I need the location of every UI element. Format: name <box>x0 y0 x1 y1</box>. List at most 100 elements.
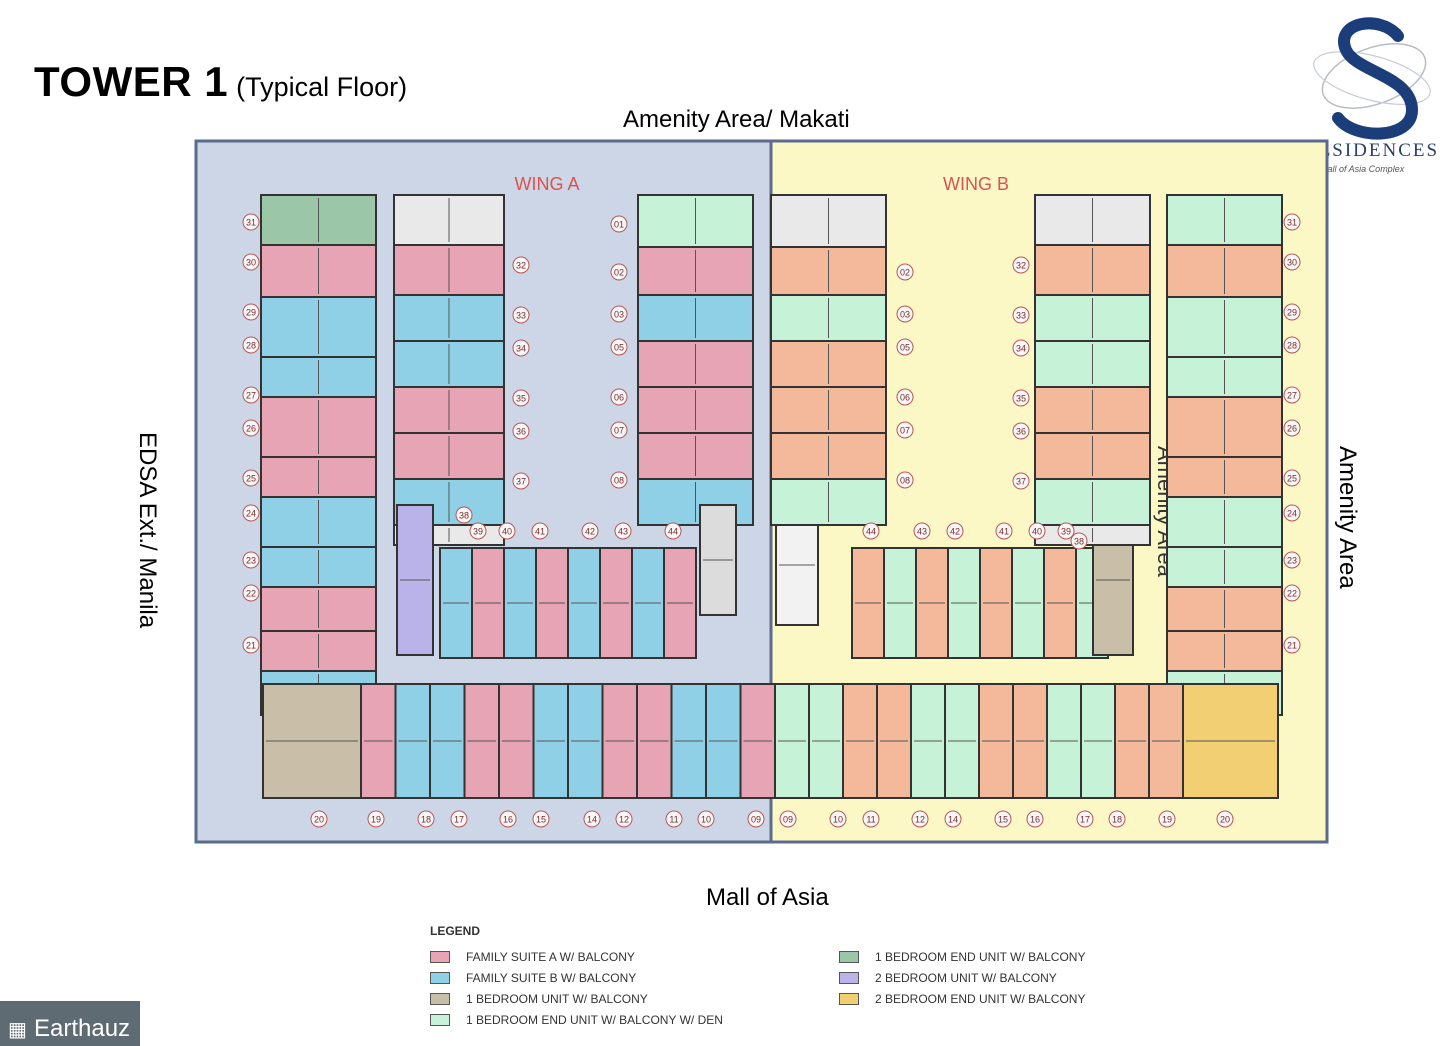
unit-number-badge <box>242 336 260 354</box>
legend-swatch <box>839 972 859 984</box>
legend-label: 1 BEDROOM END UNIT W/ BALCONY <box>875 950 1086 964</box>
legend-title: LEGEND <box>430 924 481 938</box>
legend-swatch <box>839 951 859 963</box>
unit-number: 36 <box>516 427 526 437</box>
unit-number-badge <box>1108 810 1126 828</box>
unit-number: 05 <box>900 343 910 353</box>
unit-number: 38 <box>459 511 469 521</box>
unit-number: 42 <box>585 527 595 537</box>
tower-title: TOWER 1 <box>34 58 229 105</box>
unit-number: 33 <box>1016 311 1026 321</box>
residences-logo: RESIDENCES Mall of Asia Complex <box>1300 6 1440 176</box>
unit-number-badge <box>944 810 962 828</box>
unit-number-badge <box>896 421 914 439</box>
page-title: TOWER 1(Typical Floor) <box>34 58 407 106</box>
unit-number-badge <box>1283 551 1301 569</box>
unit-number: 32 <box>1016 261 1026 271</box>
unit-number-badge <box>896 305 914 323</box>
unit-number: 21 <box>1287 641 1297 651</box>
unit-number-badge <box>1283 504 1301 522</box>
unit-number-badge <box>614 522 632 540</box>
unit-number: 17 <box>1080 815 1090 825</box>
unit-number: 35 <box>516 394 526 404</box>
unit-number: 06 <box>614 393 624 403</box>
earthauz-watermark: ▦ Earthauz <box>0 1001 140 1046</box>
unit-number-badge <box>583 810 601 828</box>
unit-number-badge <box>862 522 880 540</box>
unit-number-badge <box>242 303 260 321</box>
unit-number: 35 <box>1016 394 1026 404</box>
unit-number: 23 <box>1287 556 1297 566</box>
legend-swatch <box>430 993 450 1005</box>
unit-number-badge <box>310 810 328 828</box>
legend-item: 1 BEDROOM END UNIT W/ BALCONY W/ DEN <box>430 1013 723 1027</box>
s-logo-mark <box>1313 17 1431 140</box>
unit-number-badge <box>862 810 880 828</box>
logo-subtitle: Mall of Asia Complex <box>1320 164 1405 174</box>
legend-item: FAMILY SUITE A W/ BALCONY <box>430 950 635 964</box>
unit-number-badge <box>1283 253 1301 271</box>
unit-number: 38 <box>1074 537 1084 547</box>
unit-number: 09 <box>783 815 793 825</box>
unit-number: 10 <box>701 815 711 825</box>
unit-number-badge <box>829 810 847 828</box>
unit-number-badge <box>1026 810 1044 828</box>
unit-number: 24 <box>1287 509 1297 519</box>
legend-item: FAMILY SUITE B W/ BALCONY <box>430 971 636 985</box>
unit-number: 31 <box>1287 218 1297 228</box>
unit-number-badge <box>242 386 260 404</box>
unit-number: 24 <box>246 509 256 519</box>
unit-number: 40 <box>502 527 512 537</box>
unit-number-badge <box>581 522 599 540</box>
legend-swatch <box>430 972 450 984</box>
unit-number: 09 <box>751 815 761 825</box>
unit-number: 08 <box>900 476 910 486</box>
unit-number-badge <box>779 810 797 828</box>
unit-number: 43 <box>618 527 628 537</box>
unit-number-badge <box>1012 472 1030 490</box>
unit-number-badge <box>911 810 929 828</box>
unit-number: 31 <box>246 218 256 228</box>
unit-number-badge <box>512 256 530 274</box>
legend-item: 1 BEDROOM END UNIT W/ BALCONY <box>839 950 1085 964</box>
unit-number: 43 <box>917 527 927 537</box>
unit-number: 41 <box>535 527 545 537</box>
unit-number-badge <box>1012 422 1030 440</box>
unit-number-badge <box>697 810 715 828</box>
unit-number-badge <box>450 810 468 828</box>
unit-number: 03 <box>900 310 910 320</box>
unit-number: 02 <box>900 268 910 278</box>
unit-number-badge <box>242 551 260 569</box>
unit-number-badge <box>512 422 530 440</box>
unit-number: 29 <box>246 308 256 318</box>
unit-number-badge <box>455 506 473 524</box>
unit-number: 25 <box>1287 474 1297 484</box>
unit-number: 32 <box>516 261 526 271</box>
legend-swatch <box>839 993 859 1005</box>
unit-number: 41 <box>999 527 1009 537</box>
unit-number-badge <box>1012 306 1030 324</box>
unit-number: 17 <box>454 815 464 825</box>
unit-number: 40 <box>1032 527 1042 537</box>
unit-number-badge <box>417 810 435 828</box>
watermark-text: Earthauz <box>34 1015 131 1042</box>
unit-number: 25 <box>246 474 256 484</box>
unit-number-badge <box>242 504 260 522</box>
unit-number: 28 <box>1287 341 1297 351</box>
unit-number-badge <box>610 338 628 356</box>
unit-number: 36 <box>1016 427 1026 437</box>
unit-number: 18 <box>421 815 431 825</box>
unit-number: 20 <box>314 815 324 825</box>
unit-number: 16 <box>503 815 513 825</box>
wing-b-label: WING B <box>943 174 1009 194</box>
unit-number: 02 <box>614 268 624 278</box>
unit-number-badge <box>610 215 628 233</box>
unit-number: 19 <box>371 815 381 825</box>
unit-number: 11 <box>669 815 678 825</box>
unit-number-badge <box>242 584 260 602</box>
unit-number: 30 <box>1287 258 1297 268</box>
unit-number-badge <box>1028 522 1046 540</box>
unit-number-badge <box>1012 339 1030 357</box>
unit-number: 37 <box>1016 477 1026 487</box>
legend-label: 1 BEDROOM UNIT W/ BALCONY <box>466 992 648 1006</box>
